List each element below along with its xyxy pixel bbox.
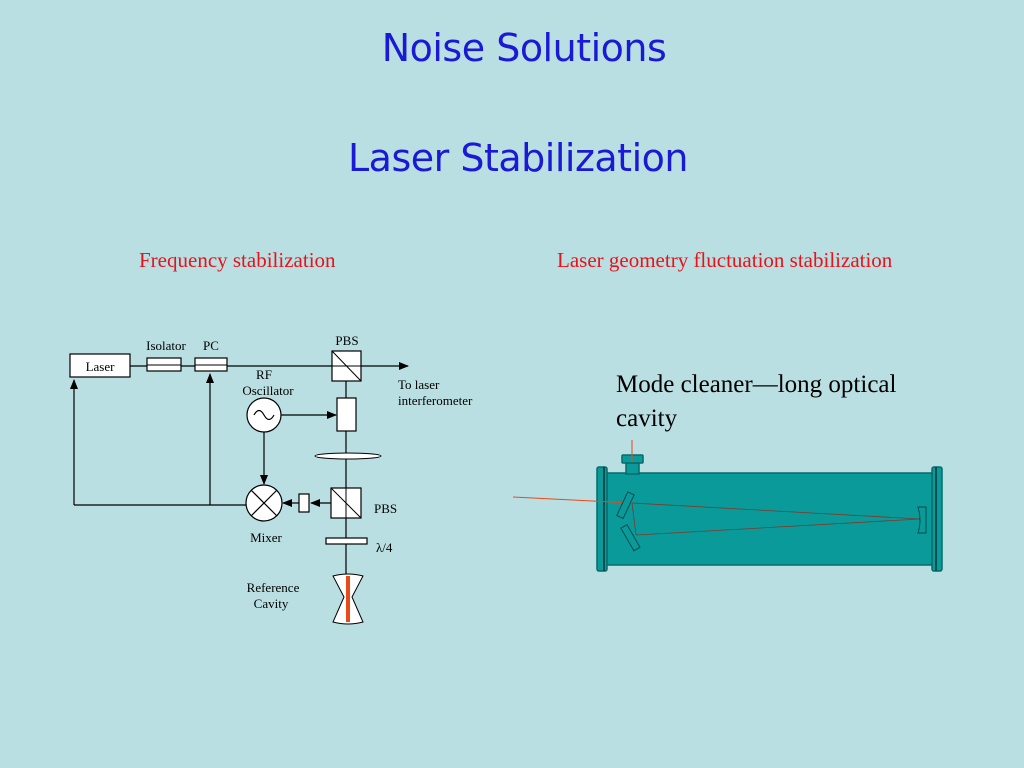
rf-label-2: Oscillator	[242, 383, 294, 398]
cavity-beam-1	[631, 502, 921, 520]
slide-title: Noise Solutions	[381, 26, 667, 70]
to-laser-label-2: interferometer	[398, 393, 473, 408]
top-port	[625, 462, 640, 475]
input-mirror-2	[620, 524, 641, 552]
cavity-beam-2	[635, 518, 921, 536]
phase-modulator	[336, 397, 357, 432]
pbs-top-label: PBS	[335, 333, 358, 348]
to-laser-label-1: To laser	[398, 377, 440, 392]
reference-cavity: Reference Cavity	[247, 573, 364, 625]
pbs-bottom-label: PBS	[374, 501, 397, 516]
pbs-bottom: PBS	[330, 487, 397, 519]
end-mirror	[917, 506, 927, 534]
quarter-wave-plate	[325, 537, 368, 545]
mixer: Mixer	[245, 484, 283, 545]
pc-label: PC	[203, 338, 219, 353]
lambda4-label: λ/4	[376, 540, 393, 555]
laser-box: Laser	[69, 353, 131, 378]
pbs-top: PBS	[331, 333, 362, 382]
geometry-stabilization-heading: Laser geometry fluctuation stabilization	[557, 248, 893, 272]
input-mirror-1	[616, 491, 635, 520]
frequency-stabilization-heading: Frequency stabilization	[139, 248, 336, 272]
lens	[314, 452, 382, 460]
reference-cavity-label-1: Reference	[247, 580, 300, 595]
pockels-cell: PC	[194, 338, 228, 372]
mode-cleaner-caption: Mode cleaner—long optical cavity	[616, 371, 897, 432]
left-flange	[596, 466, 608, 572]
rf-label-1: RF	[256, 367, 272, 382]
mixer-label: Mixer	[250, 530, 282, 545]
mode-cleaner-tube	[599, 472, 941, 566]
input-beam	[512, 496, 633, 504]
laser-label: Laser	[86, 359, 116, 374]
isolator-label: Isolator	[146, 338, 186, 353]
slide-subtitle: Laser Stabilization	[348, 136, 688, 180]
isolator: Isolator	[146, 338, 187, 372]
reference-cavity-label-2: Cavity	[254, 596, 289, 611]
